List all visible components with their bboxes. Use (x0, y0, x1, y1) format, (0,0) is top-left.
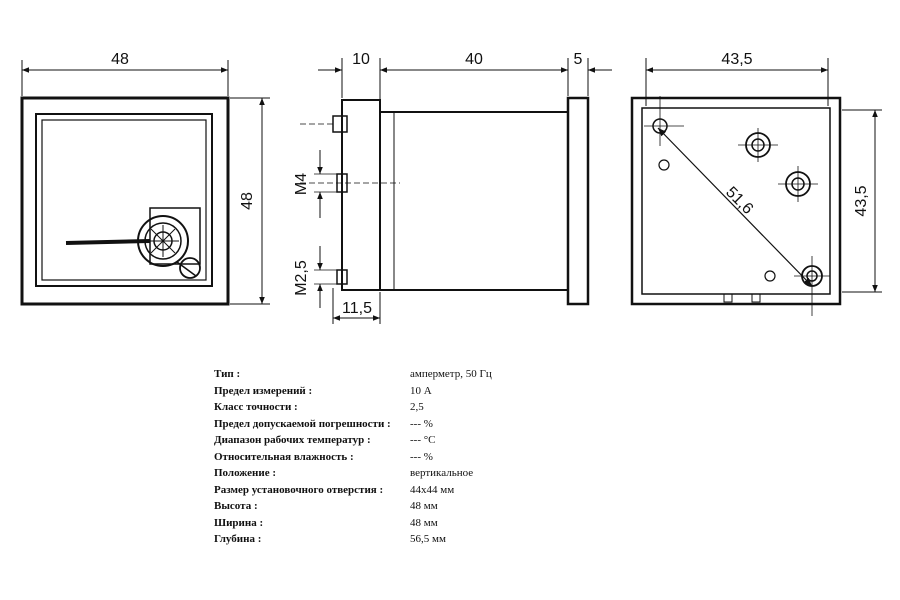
spec-key: Высота : (214, 500, 258, 512)
thread-m25-label: M2,5 (293, 260, 310, 296)
spec-value: 48 мм (410, 500, 438, 512)
spec-value: амперметр, 50 Гц (410, 368, 492, 380)
table-row: Глубина : 56,5 мм (214, 531, 492, 548)
spec-key: Размер установочного отверстия : (214, 483, 384, 496)
spec-key: Ширина : (214, 516, 264, 529)
back-outline (630, 96, 842, 306)
table-row: Диапазон рабочих температур : --- °C (214, 432, 492, 449)
side-view: 10 40 5 M4 M2,5 11,5 (293, 51, 612, 324)
spec-value: --- % (410, 417, 433, 430)
spec-value: 2,5 (410, 401, 424, 413)
table-row: Размер установочного отверстия : 44x44 мм (214, 482, 492, 499)
offset-label: 11,5 (342, 300, 372, 317)
back-width-label: 43,5 (721, 51, 752, 68)
front-width-label: 48 (111, 51, 129, 68)
table-row: Относительная влажность : --- % (214, 449, 492, 466)
spec-key: Диапазон рабочих температур : (214, 434, 371, 446)
spec-value: 56,5 мм (410, 533, 446, 545)
spec-table: Тип : амперметр, 50 Гц Предел измерений :… (214, 366, 492, 548)
table-row: Высота : 48 мм (214, 498, 492, 515)
meter-body (379, 111, 569, 291)
back-height-label: 43,5 (853, 185, 870, 216)
back-view: 51,6 43,5 43,5 (630, 51, 882, 316)
spec-key: Предел измерений : (214, 384, 313, 397)
spec-value: 44x44 мм (410, 483, 455, 496)
spec-value: --- % (410, 450, 433, 463)
spec-value: 48 мм (410, 516, 438, 529)
pivot-assembly (137, 207, 201, 279)
front-flange (566, 96, 590, 306)
terminal-length-label: 10 (352, 51, 370, 68)
technical-drawing: 48 48 10 40 5 M4 (20, 51, 882, 324)
spec-key: Тип : (214, 368, 241, 380)
front-bezel (20, 96, 230, 306)
table-row: Предел измерений : 10 А (214, 383, 492, 400)
flange-thickness-label: 5 (574, 51, 583, 68)
table-row: Тип : амперметр, 50 Гц (214, 366, 492, 383)
diagonal-label: 51,6 (722, 184, 756, 218)
spec-key: Относительная влажность : (214, 450, 354, 463)
table-row: Положение : вертикальное (214, 465, 492, 482)
body-length-label: 40 (465, 51, 483, 68)
thread-m4-label: M4 (293, 173, 310, 195)
meter-pointer (65, 239, 151, 245)
table-row: Предел допускаемой погрешности : --- % (214, 416, 492, 433)
spec-value: --- °C (410, 434, 436, 446)
front-view: 48 48 (20, 51, 270, 306)
spec-key: Класс точности : (214, 401, 298, 413)
spec-key: Предел допускаемой погрешности : (214, 417, 391, 430)
front-window (35, 113, 213, 287)
spec-value: 10 А (410, 384, 432, 397)
table-row: Класс точности : 2,5 (214, 399, 492, 416)
front-height-label: 48 (239, 192, 256, 210)
spec-key: Глубина : (214, 533, 262, 545)
spec-key: Положение : (214, 467, 276, 479)
spec-value: вертикальное (410, 467, 474, 479)
table-row: Ширина : 48 мм (214, 515, 492, 532)
